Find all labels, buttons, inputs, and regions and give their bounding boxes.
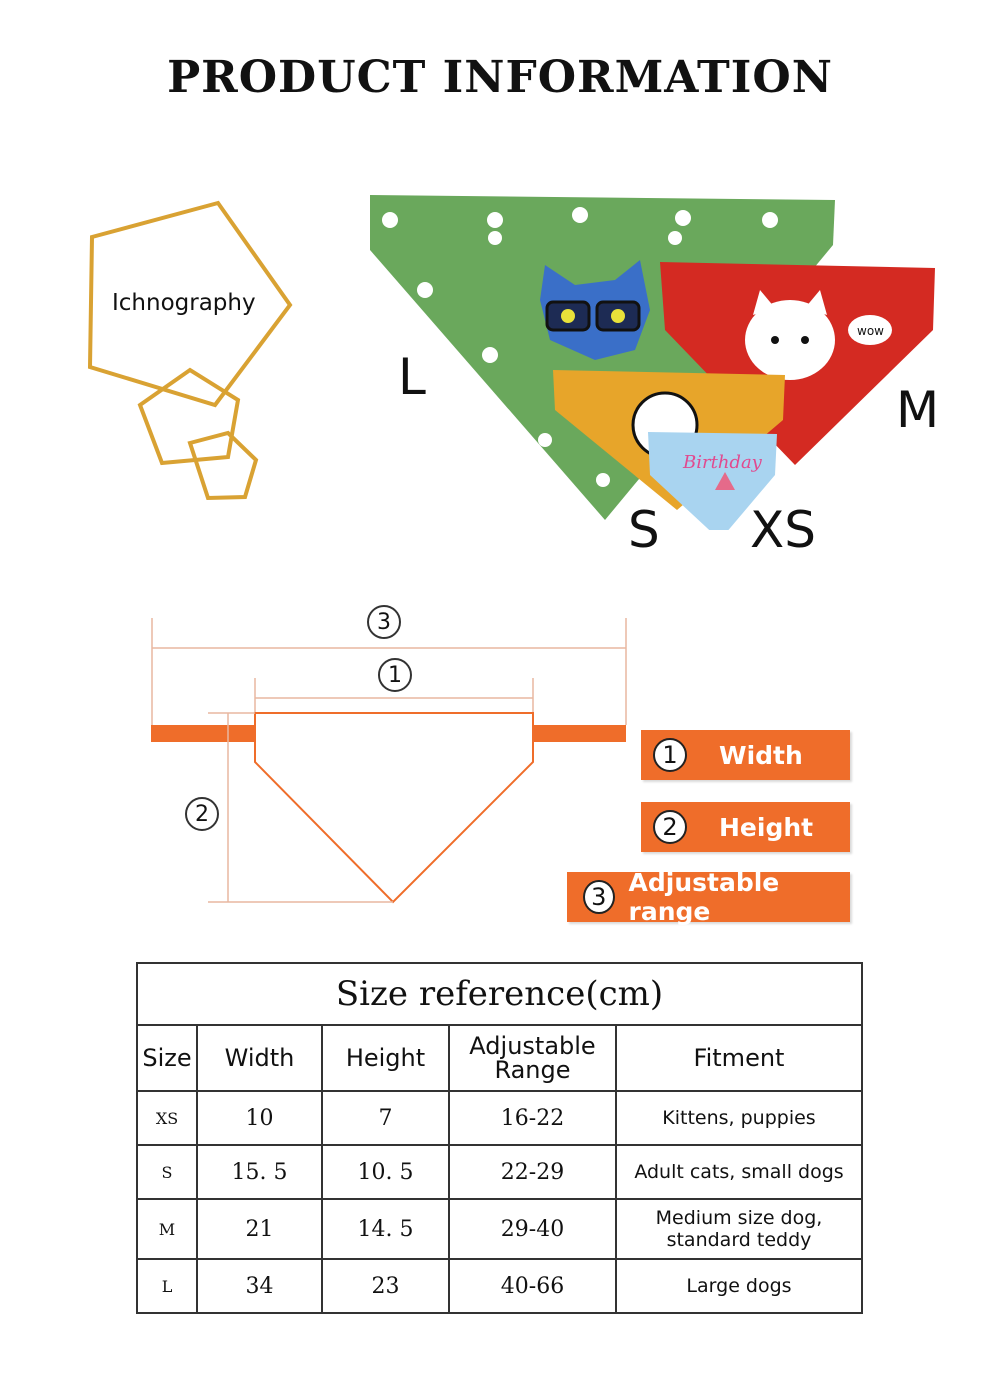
cell-fitment: Kittens, puppies (615, 1090, 863, 1146)
blue-cat-print (540, 260, 650, 360)
size-label-xs: XS (750, 501, 816, 559)
ichnography-pentagons (87, 200, 293, 501)
cell-size: S (136, 1144, 198, 1200)
page-title: PRODUCT INFORMATION (167, 52, 833, 103)
cell-size: L (136, 1258, 198, 1314)
marker-width: 1 (378, 658, 412, 692)
table-caption: Size reference(cm) (136, 962, 863, 1026)
legend-label: Height (719, 812, 814, 842)
paw-prints (382, 207, 778, 487)
header-height: Height (321, 1024, 450, 1092)
legend-height: 2 Height (641, 802, 850, 852)
cell-height: 23 (321, 1258, 450, 1314)
left-strap (151, 725, 254, 742)
legend-adjustable-range: 3 Adjustable range (567, 868, 850, 926)
legend-label: Adjustable range (628, 868, 780, 926)
cell-width: 34 (196, 1258, 323, 1314)
table-row: XS 10 7 16-22 Kittens, puppies (136, 1090, 863, 1146)
cell-width: 21 (196, 1198, 323, 1260)
table-row: S 15. 5 10. 5 22-29 Adult cats, small do… (136, 1144, 863, 1200)
size-label-m: M (896, 381, 940, 439)
cell-height: 10. 5 (321, 1144, 450, 1200)
cell-fitment: Adult cats, small dogs (615, 1144, 863, 1200)
legend-width: 1 Width (641, 730, 850, 780)
cell-fitment: Large dogs (615, 1258, 863, 1314)
legend-label: Width (719, 740, 803, 770)
marker-adjustable-range: 3 (367, 605, 401, 639)
right-strap (534, 725, 626, 742)
dimension-diagram (151, 618, 627, 904)
svg-text:wow: wow (857, 324, 884, 338)
legend-number: 2 (653, 810, 687, 844)
medium-pentagon-outline (137, 367, 241, 466)
cell-range: 40-66 (448, 1258, 617, 1314)
cell-range: 16-22 (448, 1090, 617, 1146)
cell-fitment: Medium size dog, standard teddy (615, 1198, 863, 1260)
header-adjustable-range: Adjustable Range (448, 1024, 617, 1092)
header-size: Size (136, 1024, 198, 1092)
bandana-outline (254, 712, 534, 904)
cell-width: 10 (196, 1090, 323, 1146)
cell-height: 7 (321, 1090, 450, 1146)
size-label-s: S (628, 501, 660, 559)
cell-height: 14. 5 (321, 1198, 450, 1260)
large-pentagon-outline (87, 200, 293, 408)
bandana-photo: wow Birthday (370, 195, 935, 530)
table-row: M 21 14. 5 29-40 Medium size dog, standa… (136, 1198, 863, 1260)
header-fitment: Fitment (615, 1024, 863, 1092)
ichnography-label: Ichnography (112, 290, 256, 316)
svg-text:Birthday: Birthday (682, 452, 763, 473)
size-label-l: L (398, 348, 426, 406)
small-pentagon-outline (187, 430, 259, 501)
xs-bandana (648, 432, 777, 530)
cell-size: M (136, 1198, 198, 1260)
cell-width: 15. 5 (196, 1144, 323, 1200)
cell-range: 22-29 (448, 1144, 617, 1200)
legend-number: 3 (583, 880, 615, 914)
table-header-row: Size Width Height Adjustable Range Fitme… (136, 1024, 863, 1092)
header-width: Width (196, 1024, 323, 1092)
cell-range: 29-40 (448, 1198, 617, 1260)
table-row: L 34 23 40-66 Large dogs (136, 1258, 863, 1314)
size-reference-table: Size reference(cm) Size Width Height Adj… (136, 962, 863, 1314)
white-cat-print: wow (745, 290, 892, 380)
cell-size: XS (136, 1090, 198, 1146)
legend-number: 1 (653, 738, 687, 772)
marker-height: 2 (185, 797, 219, 831)
